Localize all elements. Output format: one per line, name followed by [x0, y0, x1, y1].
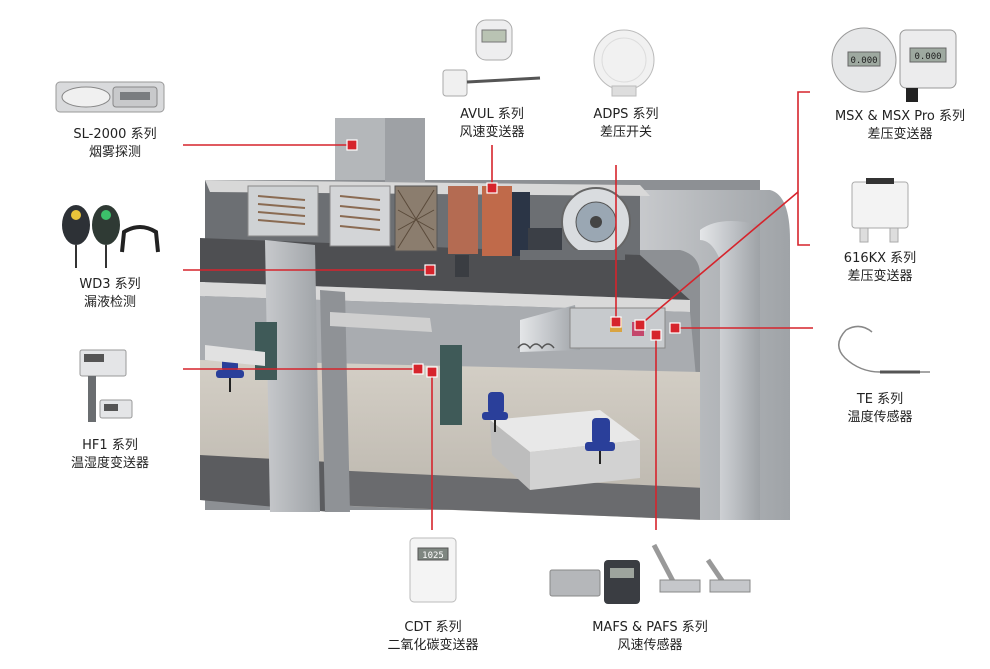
marker-cdt — [426, 366, 438, 378]
leader-msx — [639, 191, 799, 326]
label-adps: ADPS 系列 差压开关 — [593, 107, 659, 140]
msx-device: 0.000 0.000 — [831, 27, 957, 102]
vertical-duct — [700, 221, 760, 520]
marker-mafs — [650, 329, 662, 341]
leader-msx-bracket — [797, 91, 810, 246]
hf1-device — [79, 349, 133, 422]
marker-adps — [610, 316, 622, 328]
office-furniture — [205, 345, 640, 490]
label-mafs: MAFS & PAFS 系列 风速传感器 — [592, 620, 708, 653]
te-device — [838, 325, 930, 374]
label-msx: MSX & MSX Pro 系列 差压变送器 — [834, 109, 966, 142]
label-te: TE 系列 温度传感器 — [847, 392, 913, 425]
air-handling-unit — [247, 185, 631, 277]
marker-msx — [634, 319, 646, 331]
avul-device — [442, 19, 541, 97]
building-structure — [200, 118, 790, 520]
sl2000-device — [55, 81, 165, 113]
mafs-device — [549, 543, 751, 604]
marker-wd3 — [424, 264, 436, 276]
adps-device — [593, 29, 655, 97]
leader-lines — [183, 91, 813, 530]
label-616kx: 616KX 系列 差压变送器 — [843, 251, 917, 284]
msx-display-b: 0.000 — [914, 52, 941, 62]
kx616-device — [851, 178, 909, 243]
label-wd3: WD3 系列 漏液检测 — [79, 277, 141, 310]
label-cdt: CDT 系列 二氧化碳变送器 — [387, 620, 479, 653]
label-sl2000: SL-2000 系列 烟雾探测 — [73, 127, 157, 160]
cdt-device: 1025 — [409, 537, 457, 603]
label-avul: AVUL 系列 风速变送器 — [459, 107, 525, 140]
label-hf1: HF1 系列 温湿度变送器 — [70, 438, 149, 471]
cdt-display: 1025 — [422, 551, 444, 561]
marker-te — [669, 322, 681, 334]
sensor-markers — [346, 139, 681, 378]
marker-sl2000 — [346, 139, 358, 151]
marker-hf1 — [412, 363, 424, 375]
marker-avul — [486, 182, 498, 194]
msx-display-a: 0.000 — [850, 56, 877, 66]
ceiling-duct — [330, 305, 666, 352]
wd3-device — [62, 205, 160, 268]
